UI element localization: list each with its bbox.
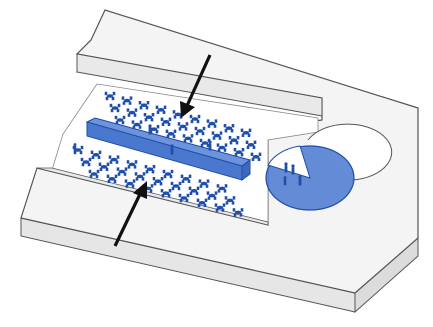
- round-platform-slice: [267, 145, 311, 179]
- building-walls: [20, 9, 419, 314]
- table-icon: [170, 181, 182, 191]
- person-icon: [298, 175, 302, 186]
- table-icon: [189, 114, 201, 124]
- person-icon: [284, 162, 288, 173]
- table-icon: [126, 160, 138, 169]
- table-icon: [144, 165, 156, 174]
- table-icon: [138, 101, 150, 110]
- table-icon: [106, 174, 118, 183]
- table-icon: [162, 169, 174, 179]
- table-icon: [143, 113, 155, 122]
- table-icon: [88, 169, 100, 179]
- people-figures: [73, 124, 302, 186]
- table-icon: [80, 157, 92, 167]
- table-icon: [109, 103, 121, 113]
- table-icon: [216, 143, 228, 152]
- table-icon: [131, 120, 143, 129]
- table-icon: [124, 179, 136, 188]
- table-icon: [199, 138, 211, 148]
- table-icon: [214, 203, 226, 212]
- table-icon: [152, 177, 164, 186]
- arrow-up-head: [133, 181, 147, 199]
- table-icon: [232, 208, 244, 217]
- table-icon: [114, 115, 126, 125]
- table-icon: [180, 174, 192, 183]
- table-icon: [198, 179, 210, 188]
- person-icon: [208, 140, 212, 151]
- arrow-down-icon: [184, 54, 212, 109]
- table-icon: [250, 152, 262, 161]
- table-icon: [90, 150, 102, 159]
- table-icon: [188, 186, 200, 195]
- round-notch: [307, 123, 393, 181]
- circular-pod: [265, 123, 393, 211]
- table-icon: [196, 198, 208, 207]
- table-icon: [165, 129, 177, 138]
- table-icon: [240, 128, 252, 137]
- seating-area: [72, 91, 262, 217]
- table-icon: [182, 134, 194, 143]
- table-icon: [194, 126, 206, 136]
- table-icon: [223, 124, 235, 133]
- table-icon: [134, 172, 146, 181]
- table-icon: [224, 196, 236, 205]
- table-icon: [108, 155, 120, 164]
- table-icon: [160, 117, 172, 126]
- table-icon: [206, 119, 218, 128]
- person-icon: [148, 124, 152, 135]
- table-icon: [211, 131, 223, 140]
- table-icon: [206, 191, 218, 200]
- table-icon: [155, 105, 167, 114]
- table-icon: [126, 108, 138, 117]
- person-icon: [283, 176, 287, 186]
- table-icon: [233, 148, 245, 157]
- table-icon: [178, 193, 190, 203]
- inner-wall-left-face: [36, 167, 269, 226]
- table-icon: [104, 91, 116, 101]
- table-icon: [228, 136, 240, 145]
- arrow-up-icon: [113, 191, 143, 247]
- bar-end: [241, 159, 251, 181]
- arrow-top: [180, 54, 212, 118]
- table-icon: [245, 140, 257, 149]
- table-icon: [121, 96, 133, 105]
- person-icon: [291, 164, 295, 175]
- person-icon: [73, 143, 77, 153]
- person-icon: [170, 144, 174, 155]
- table-icon: [177, 122, 189, 131]
- table-icon: [116, 167, 128, 176]
- central-bar: [85, 117, 252, 181]
- table-icon: [160, 189, 172, 198]
- table-icon: [98, 162, 110, 171]
- table-icon: [216, 184, 228, 193]
- arrow-bottom: [113, 181, 147, 247]
- arrow-down-head: [180, 101, 195, 118]
- inner-wall-top-face: [76, 53, 323, 117]
